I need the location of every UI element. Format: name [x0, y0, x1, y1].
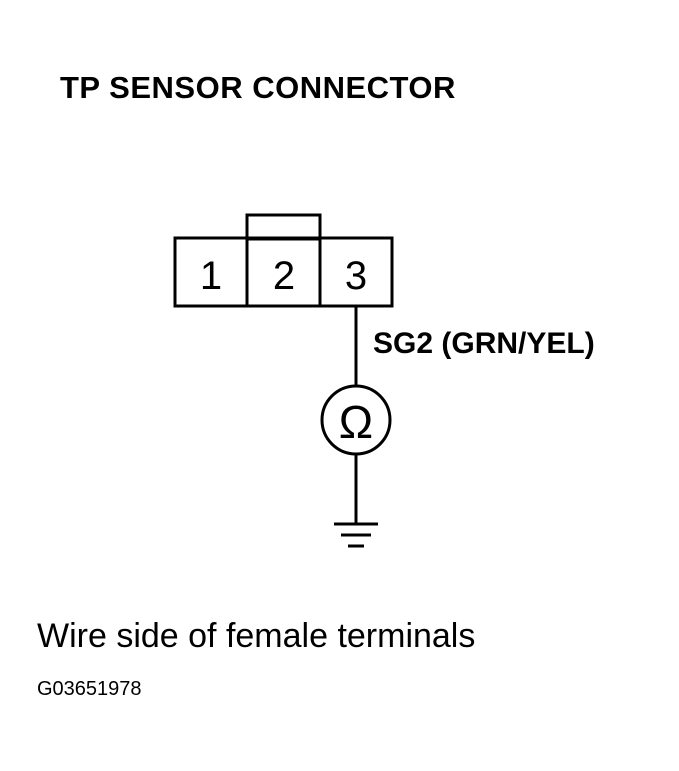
diagram-caption: Wire side of female terminals: [37, 617, 476, 655]
terminal-2-label: 2: [273, 254, 295, 298]
ground-icon: [334, 522, 378, 548]
terminal-1-label: 1: [200, 254, 222, 298]
diagram-title: TP SENSOR CONNECTOR: [60, 70, 456, 105]
terminal-3-label: 3: [345, 254, 367, 298]
ohm-symbol: Ω: [339, 396, 373, 448]
wire-label: SG2 (GRN/YEL): [373, 327, 595, 360]
connector-key-tab: [245, 213, 322, 241]
connector-housing: [173, 213, 394, 308]
figure-id: G03651978: [37, 678, 142, 700]
connector-body: [173, 236, 394, 308]
ohmmeter-icon: Ω: [320, 384, 392, 456]
